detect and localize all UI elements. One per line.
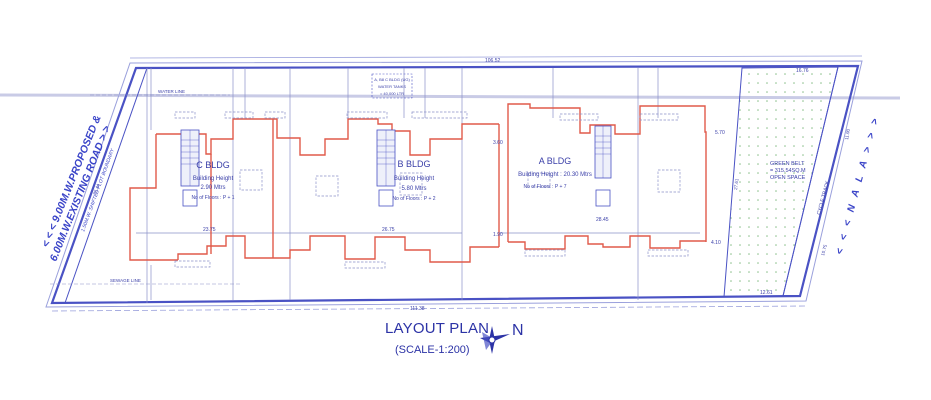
svg-text:B BLDG: B BLDG [397,159,430,169]
dim-bottom-total: 111.38 [410,306,425,312]
svg-text:Building Height: Building Height [394,176,435,182]
building-outlines [129,103,707,263]
green-belt-label-1: GREEN BELT [770,161,805,167]
plot-boundary [45,55,863,312]
dashed-balconies [174,111,689,269]
water-tank-note: A, B8 C BLDG (UG) WATER TANKS = 40,000 L… [371,73,413,99]
building-c-label: C BLDG Building Height 2.90 Mtrs No of F… [191,160,234,201]
svg-text:= 40,000 LTR: = 40,000 LTR [380,91,404,96]
staircase-b [376,129,396,207]
dim-a-right-bottom: 4.10 [711,240,721,246]
dim-b-width: 26.75 [382,227,395,233]
building-a-label: A BLDG Building Height : 20.30 Mtrs No o… [518,156,592,190]
dim-east-upper: 11.90 [844,128,851,140]
dim-green-diag: 27.61 [733,178,739,190]
svg-text:A, B8 C BLDG (UG): A, B8 C BLDG (UG) [374,77,410,82]
svg-text:C BLDG: C BLDG [196,160,230,170]
svg-text:No of Floors : P + 2: No of Floors : P + 2 [392,196,435,202]
svg-text:A BLDG: A BLDG [539,156,572,166]
dim-a-right-top: 5.70 [715,130,725,136]
dim-east-lower: 10.75 [820,244,828,257]
dim-top-total: 106.52 [485,58,501,64]
cycle-track-label: CYCLE TRACK [816,180,831,216]
svg-text:2.90 Mtrs: 2.90 Mtrs [200,185,225,191]
svg-text:No of Floors : P + 7: No of Floors : P + 7 [523,184,566,190]
water-line-label: WATER LINE [158,89,185,94]
green-belt-label-2: = 315.54SQ.M [770,168,806,174]
dim-gap-top: 3.60 [493,140,503,146]
sewage-line-label: SEWAGE LINE [110,278,141,283]
svg-text:Building Height: Building Height [193,176,234,182]
dim-green-top: 16.76 [796,68,809,74]
staircase-c [180,129,200,207]
layout-plan-title: LAYOUT PLAN [385,320,490,337]
dim-west-diag: 25.44 [92,183,101,196]
svg-text:5.80 Mtrs: 5.80 Mtrs [401,186,426,192]
green-belt-label-3: OPEN SPACE [770,175,806,181]
north-arrow-icon [480,326,510,354]
dim-gap-bottom: 1.90 [493,232,503,238]
building-b-label: B BLDG Building Height 5.80 Mtrs No of F… [392,159,435,202]
dim-a-width: 28.45 [596,217,609,223]
svg-text:Building Height : 20.30 Mtrs: Building Height : 20.30 Mtrs [518,172,592,178]
dim-c-width: 23.75 [203,227,216,233]
green-belt-area: GREEN BELT = 315.54SQ.M OPEN SPACE 16.76… [723,66,839,298]
svg-text:No of Floors : P + 1: No of Floors : P + 1 [191,195,234,201]
north-label: N [512,322,524,339]
scale-label: (SCALE-1:200) [395,344,470,356]
svg-text:WATER TANKS: WATER TANKS [378,84,406,89]
grid-lines [136,68,700,300]
staircase-a [594,125,612,207]
dim-green-bottom: 12.61 [760,290,773,296]
